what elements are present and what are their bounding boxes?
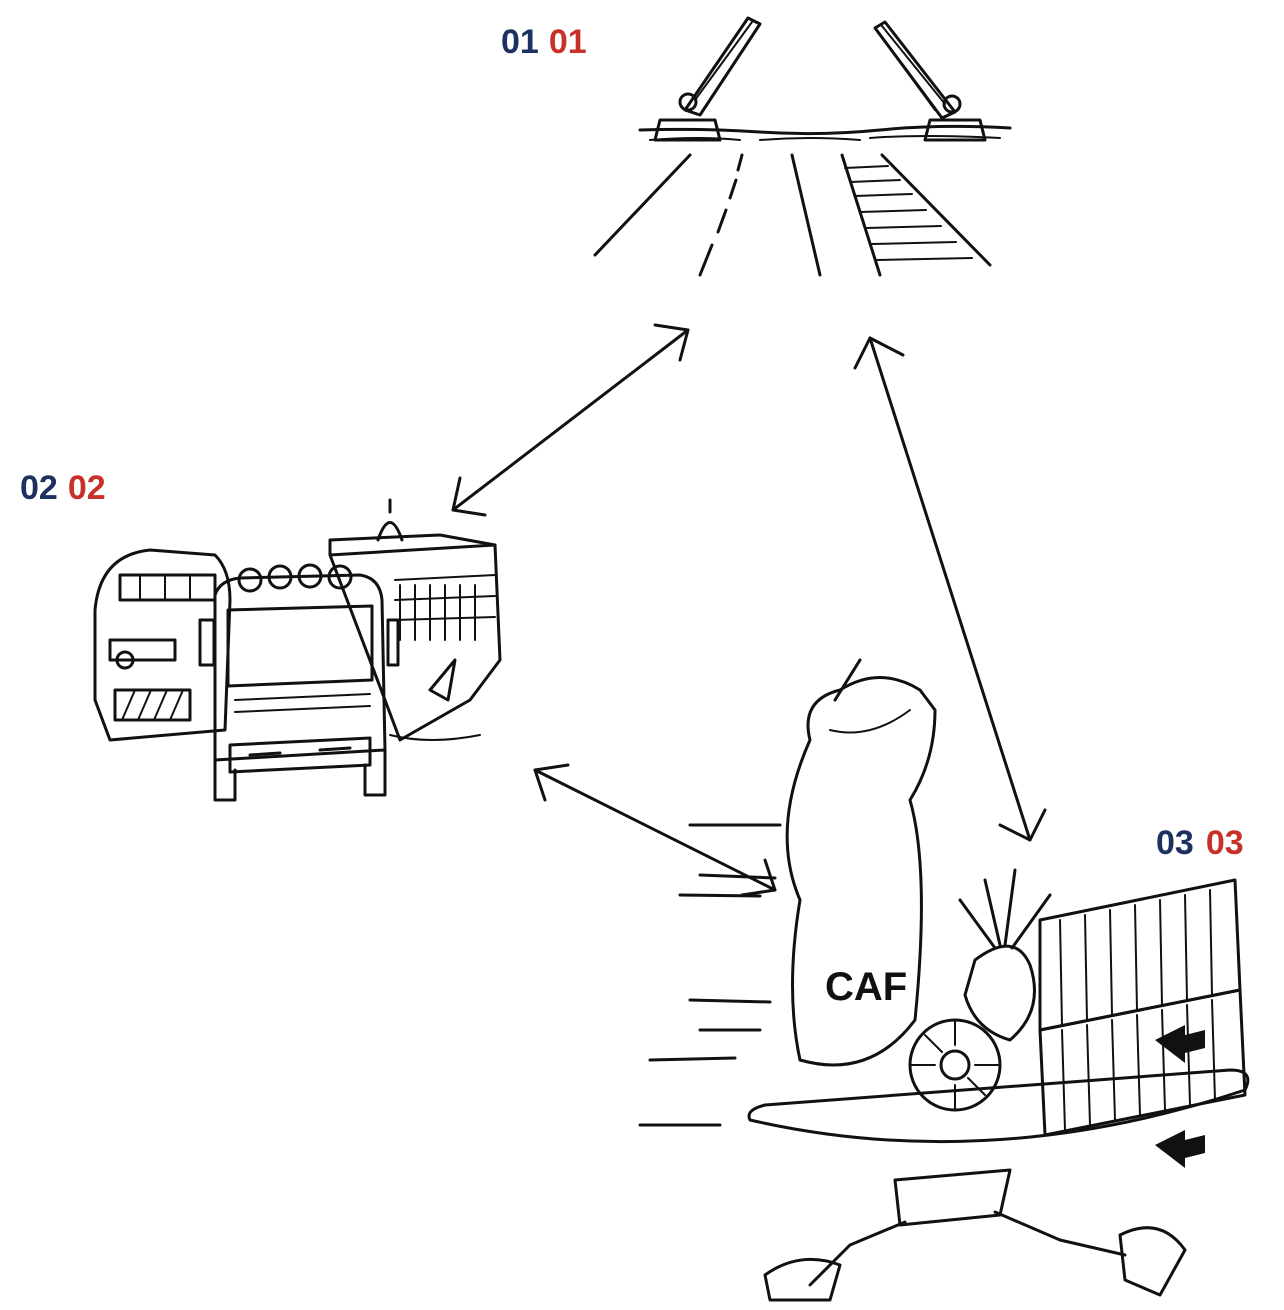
double-arrow-icon [453,325,1045,895]
transport-vehicles-icon [95,500,500,800]
svg-text:CAF: CAF [825,965,907,1009]
drawbridge-icon [595,18,1010,275]
edge-3-1-arrow [855,338,1045,840]
edge-2-1-arrow [453,325,688,515]
running-courier-icon: CAF [640,660,1248,1300]
